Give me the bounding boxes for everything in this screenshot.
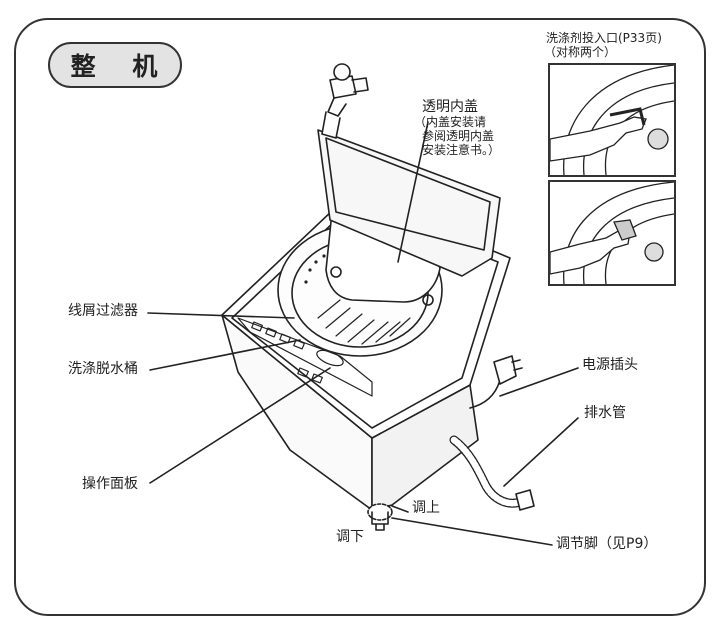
pulsator bbox=[317, 299, 411, 345]
control-panel-drawing bbox=[237, 317, 373, 397]
power-cord bbox=[469, 379, 501, 409]
label-lid-note-3: 安装注意书。） bbox=[422, 143, 501, 157]
label-power-plug: 电源插头 bbox=[582, 357, 638, 373]
leader-adjust-up bbox=[391, 505, 409, 513]
label-lid-note-2: 参阅透明内盖 bbox=[422, 129, 495, 143]
water-inlet-icon bbox=[321, 63, 369, 139]
label-detergent-inlet: 洗涤剂投入口(P33页) bbox=[546, 31, 662, 45]
leveling-foot bbox=[367, 503, 393, 531]
label-drum: 洗涤脱水桶 bbox=[68, 361, 138, 377]
detergent-inlet-view-2 bbox=[548, 180, 676, 286]
leader-lid bbox=[397, 121, 429, 263]
label-adjust-up: 调上 bbox=[412, 500, 440, 516]
leader-drain-hose bbox=[503, 417, 579, 487]
label-leveling-foot: 调节脚（见P9） bbox=[556, 536, 658, 552]
leader-power-plug bbox=[499, 367, 579, 397]
label-drain-hose: 排水管 bbox=[584, 405, 626, 421]
power-plug-icon bbox=[493, 355, 523, 385]
label-lid: 透明内盖 bbox=[422, 99, 478, 115]
leader-lint-filter bbox=[147, 312, 295, 319]
leader-leveling-foot bbox=[391, 517, 553, 546]
leader-control-panel bbox=[149, 367, 331, 484]
detergent-inlet-view-1 bbox=[548, 63, 676, 177]
leader-drum bbox=[149, 339, 301, 371]
page-title: 整 机 bbox=[48, 42, 182, 88]
label-detergent-note: （对称两个） bbox=[544, 45, 617, 59]
page-frame bbox=[14, 18, 706, 616]
outer-lid bbox=[317, 129, 501, 277]
label-adjust-down: 调下 bbox=[336, 529, 364, 545]
label-control-panel: 操作面板 bbox=[82, 476, 138, 492]
drain-hose bbox=[449, 435, 535, 511]
label-lint-filter: 线屑过滤器 bbox=[68, 303, 138, 319]
label-lid-note-1: （内盖安装请 bbox=[414, 115, 487, 129]
